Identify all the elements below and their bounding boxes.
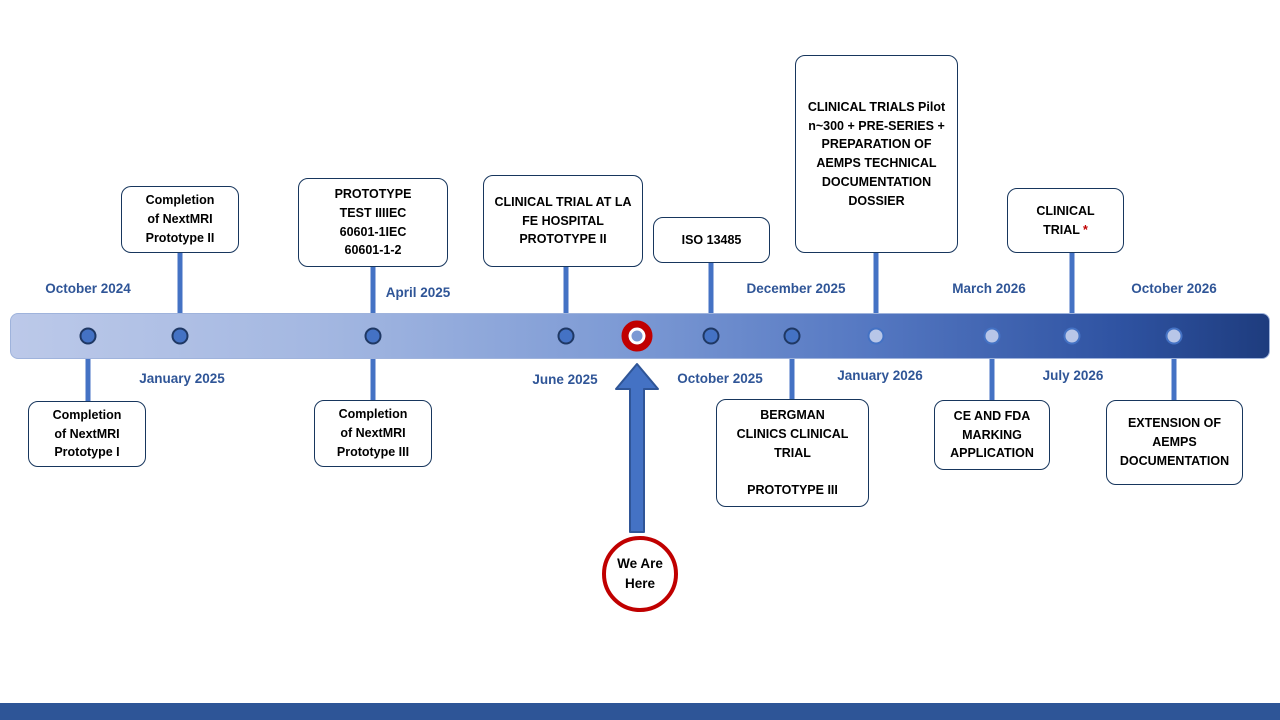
callout-completion-prototype-ii: Completion of NextMRI Prototype II (121, 186, 239, 253)
connector-october-2026 (1171, 359, 1177, 400)
callout-text: EXTENSION OF AEMPS DOCUMENTATION (1119, 416, 1230, 468)
callout-text: Completion of NextMRI Prototype I (52, 407, 122, 460)
callout-text: CLINICAL TRIAL AT LA FE HOSPITAL PROTOTY… (494, 194, 632, 247)
timeline-dot-april-2025 (364, 327, 382, 345)
footnote-asterisk: * (1082, 222, 1088, 237)
timeline-dot-march-2026 (983, 327, 1001, 345)
date-january-2025: January 2025 (139, 371, 225, 386)
callout-text: ISO 13485 (681, 232, 742, 247)
callout-prototype-test-iec: PROTOTYPE TEST IIIIEC 60601-1IEC 60601-1… (298, 178, 448, 267)
timeline-dot-december-2025 (783, 327, 801, 345)
date-january-2026: January 2026 (837, 368, 923, 383)
connector-january-2026 (873, 253, 879, 313)
callout-text: CLINICAL TRIALS Pilot n~300 + PRE-SERIES… (807, 99, 946, 208)
date-july-2026: July 2026 (1042, 368, 1104, 383)
connector-march-2026 (989, 359, 995, 400)
date-october-2024: October 2024 (45, 281, 131, 296)
callout-text: CLINICAL TRIAL* (1036, 202, 1094, 240)
callout-iso-13485: ISO 13485 (653, 217, 770, 263)
callout-text: CE AND FDA MARKING APPLICATION (950, 408, 1034, 461)
connector-january-2025 (177, 253, 183, 313)
timeline-dot-july-2026 (1063, 327, 1081, 345)
connector-october-2025 (708, 263, 714, 313)
timeline-dot-june-2025 (557, 327, 575, 345)
slide-footer-strip (0, 703, 1280, 720)
connector-april-2025-below (370, 359, 376, 400)
callout-bergman-clinics-trial: BERGMAN CLINICS CLINICAL TRIAL PROTOTYPE… (716, 399, 869, 507)
we-are-here-marker-ring (621, 320, 653, 352)
we-are-here-arrow (615, 363, 659, 533)
callout-text: Completion of NextMRI Prototype III (336, 407, 410, 459)
callout-la-fe-clinical-trial: CLINICAL TRIAL AT LA FE HOSPITAL PROTOTY… (483, 175, 643, 267)
callout-text: PROTOTYPE TEST IIIIEC 60601-1IEC 60601-1… (334, 187, 412, 258)
callout-text: Completion of NextMRI Prototype II (145, 193, 215, 245)
callout-completion-prototype-iii: Completion of NextMRI Prototype III (314, 400, 432, 467)
date-april-2025: April 2025 (385, 285, 451, 300)
callout-ce-fda-marking: CE AND FDA MARKING APPLICATION (934, 400, 1050, 470)
connector-june-2025 (563, 267, 569, 313)
we-are-here-badge: We Are Here (602, 536, 678, 612)
date-june-2025: June 2025 (532, 372, 598, 387)
callout-extension-aemps: EXTENSION OF AEMPS DOCUMENTATION (1106, 400, 1243, 485)
timeline-dot-october-2024 (79, 327, 97, 345)
connector-april-2025-above (370, 267, 376, 313)
date-october-2025: October 2025 (677, 371, 763, 386)
date-october-2026: October 2026 (1131, 281, 1217, 296)
callout-clinical-trial: CLINICAL TRIAL* (1007, 188, 1124, 253)
connector-october-2024 (85, 359, 91, 401)
timeline-dot-october-2025 (702, 327, 720, 345)
callout-completion-prototype-i: Completion of NextMRI Prototype I (28, 401, 146, 467)
connector-july-2026 (1069, 253, 1075, 313)
connector-december-2025 (789, 359, 795, 399)
timeline-dot-january-2025 (171, 327, 189, 345)
callout-text: BERGMAN CLINICS CLINICAL TRIAL PROTOTYPE… (736, 408, 849, 498)
timeline-dot-october-2026 (1165, 327, 1183, 345)
date-december-2025: December 2025 (746, 281, 846, 296)
callout-text-main: CLINICAL TRIAL (1036, 203, 1095, 237)
timeline-dot-january-2026 (867, 327, 885, 345)
callout-clinical-trials-pilot: CLINICAL TRIALS Pilot n~300 + PRE-SERIES… (795, 55, 958, 253)
date-march-2026: March 2026 (952, 281, 1026, 296)
